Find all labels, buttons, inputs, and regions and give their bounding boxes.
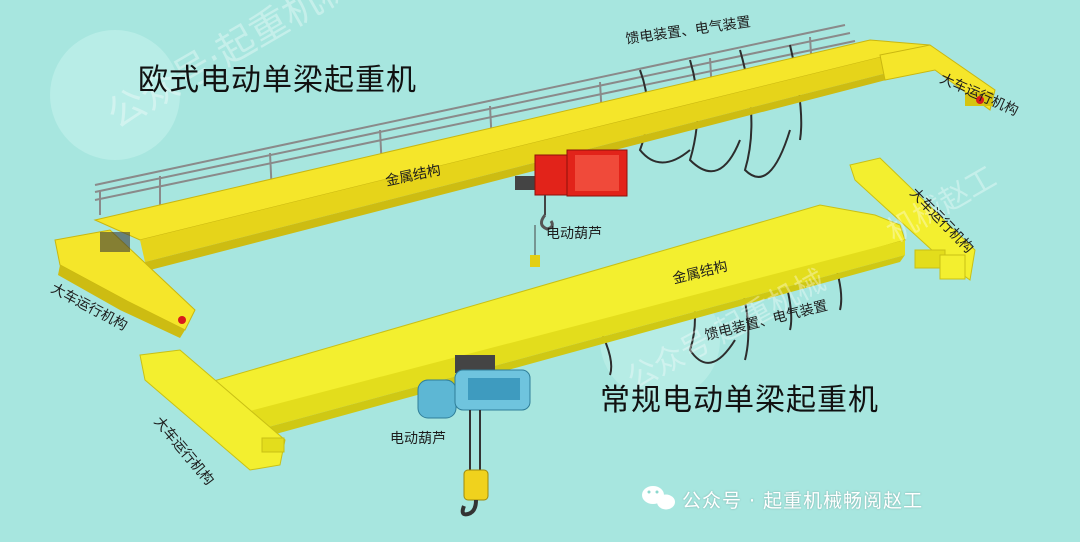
watermark-logo-icon [642,486,675,510]
label-hoist-bottom: 电动葫芦 [390,431,446,447]
hoist-bottom [417,355,531,517]
label-hoist-top: 电动葫芦 [546,226,602,242]
end-carriage-top-right [879,44,996,111]
title-european-crane: 欧式电动单梁起重机 [138,63,417,98]
watermark-text: 公众号 · 起重机械畅阅赵工 [682,490,924,512]
hoist-top [515,149,628,267]
end-carriage-bottom-left [139,349,286,471]
watermark-circle-left [50,30,180,160]
title-conventional-crane: 常规电动单梁起重机 [600,383,879,418]
